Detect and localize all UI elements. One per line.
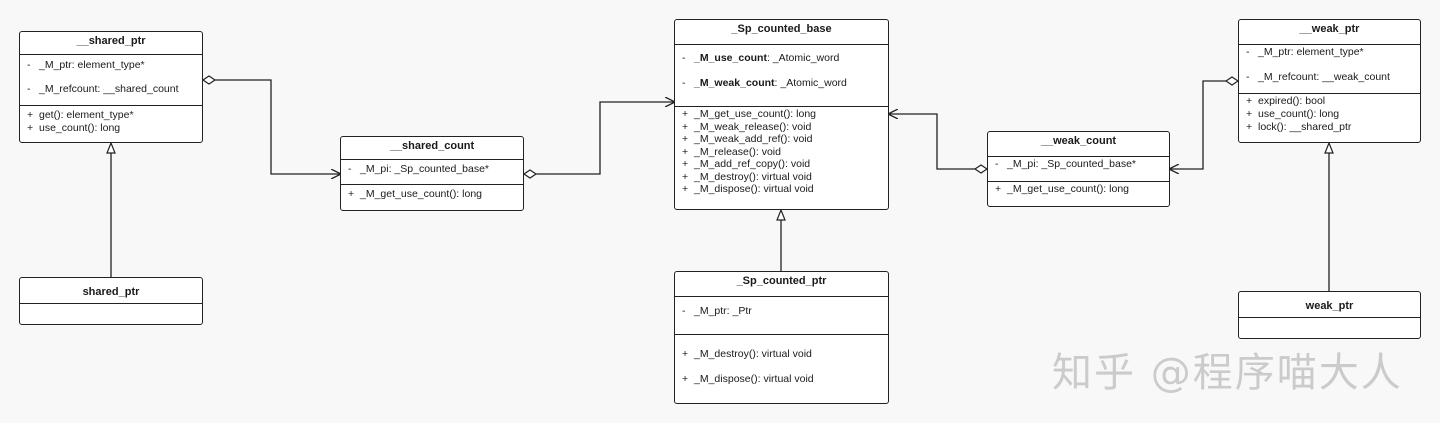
divider [1239,93,1420,94]
class-name: __weak_ptr [1299,23,1360,35]
divider [20,303,202,304]
class-shared-count: __shared_count -_M_pi: _Sp_counted_base*… [340,136,524,211]
method: +_M_get_use_count(): long [995,183,1129,195]
method: +_M_weak_release(): void [682,120,812,133]
class-name: __shared_ptr [76,35,146,47]
attribute: -_M_ptr: element_type* [27,59,145,71]
method: +_M_dispose(): virtual void [682,183,814,195]
divider [988,156,1169,157]
class-weak-ptr: weak_ptr [1238,291,1421,339]
divider [341,159,523,160]
class-sp-counted-base: _Sp_counted_base -_M_use_count: _Atomic_… [674,19,889,210]
method: +expired(): bool [1246,95,1326,107]
attribute: -_M_ptr: element_type* [1246,46,1364,58]
attribute: -_M_pi: _Sp_counted_base* [348,163,490,175]
divider [341,184,523,185]
aggregation-weak-count-to-counted-base [889,114,989,174]
method: +_M_get_use_count(): long [682,108,816,120]
aggregation-shared-ptr-to-shared-count [201,75,340,174]
method: +get(): element_type* [27,109,134,121]
divider [1239,44,1420,45]
divider [988,181,1169,182]
method: +_M_destroy(): virtual void [682,348,812,360]
class-shared-ptr: shared_ptr [19,277,203,325]
class-name: __weak_count [1040,135,1117,147]
attribute: -_M_use_count: _Atomic_word [682,52,840,64]
method: +lock(): __shared_ptr [1246,121,1352,133]
class-name: shared_ptr [82,286,140,298]
divider [675,106,888,107]
attribute: -_M_refcount: __weak_count [1246,71,1390,83]
class-sp-counted-ptr: _Sp_counted_ptr -_M_ptr: _Ptr +_M_destro… [674,271,889,404]
watermark: 知乎 @程序喵大人 [1052,350,1403,396]
class-weak-count: __weak_count -_M_pi: _Sp_counted_base* +… [987,131,1170,207]
method: +_M_get_use_count(): long [348,188,482,200]
divider [20,54,202,55]
aggregation-weak-ptr-to-weak-count [1170,76,1240,169]
inheritance-shared-ptr [106,141,116,277]
method: +_M_dispose(): virtual void [682,373,814,385]
method: +use_count(): long [1246,108,1340,120]
class-name: __shared_count [389,140,475,152]
inheritance-weak-ptr [1324,141,1334,291]
attribute: -_M_weak_count: _Atomic_word [682,77,847,89]
attribute: -_M_pi: _Sp_counted_base* [995,158,1137,170]
inheritance-sp-counted-ptr [776,208,786,271]
method: +_M_release(): void [682,145,781,158]
class-name: _Sp_counted_ptr [736,275,827,287]
attribute: -_M_refcount: __shared_count [27,83,179,95]
method: +_M_weak_add_ref(): void [682,133,813,145]
attribute: -_M_ptr: _Ptr [682,305,752,317]
divider [675,296,888,297]
class-shared-ptr-base: __shared_ptr -_M_ptr: element_type* -_M_… [19,31,203,143]
class-name: weak_ptr [1305,300,1354,312]
divider [675,44,888,45]
class-weak-ptr-base: __weak_ptr -_M_ptr: element_type* -_M_re… [1238,19,1421,143]
divider [20,105,202,106]
method: +_M_add_ref_copy(): void [682,158,811,170]
divider [675,334,888,335]
class-name: _Sp_counted_base [731,23,832,35]
method: +_M_destroy(): virtual void [682,170,812,183]
divider [1239,317,1420,318]
method: +use_count(): long [27,122,121,134]
aggregation-shared-count-to-counted-base [522,102,674,179]
